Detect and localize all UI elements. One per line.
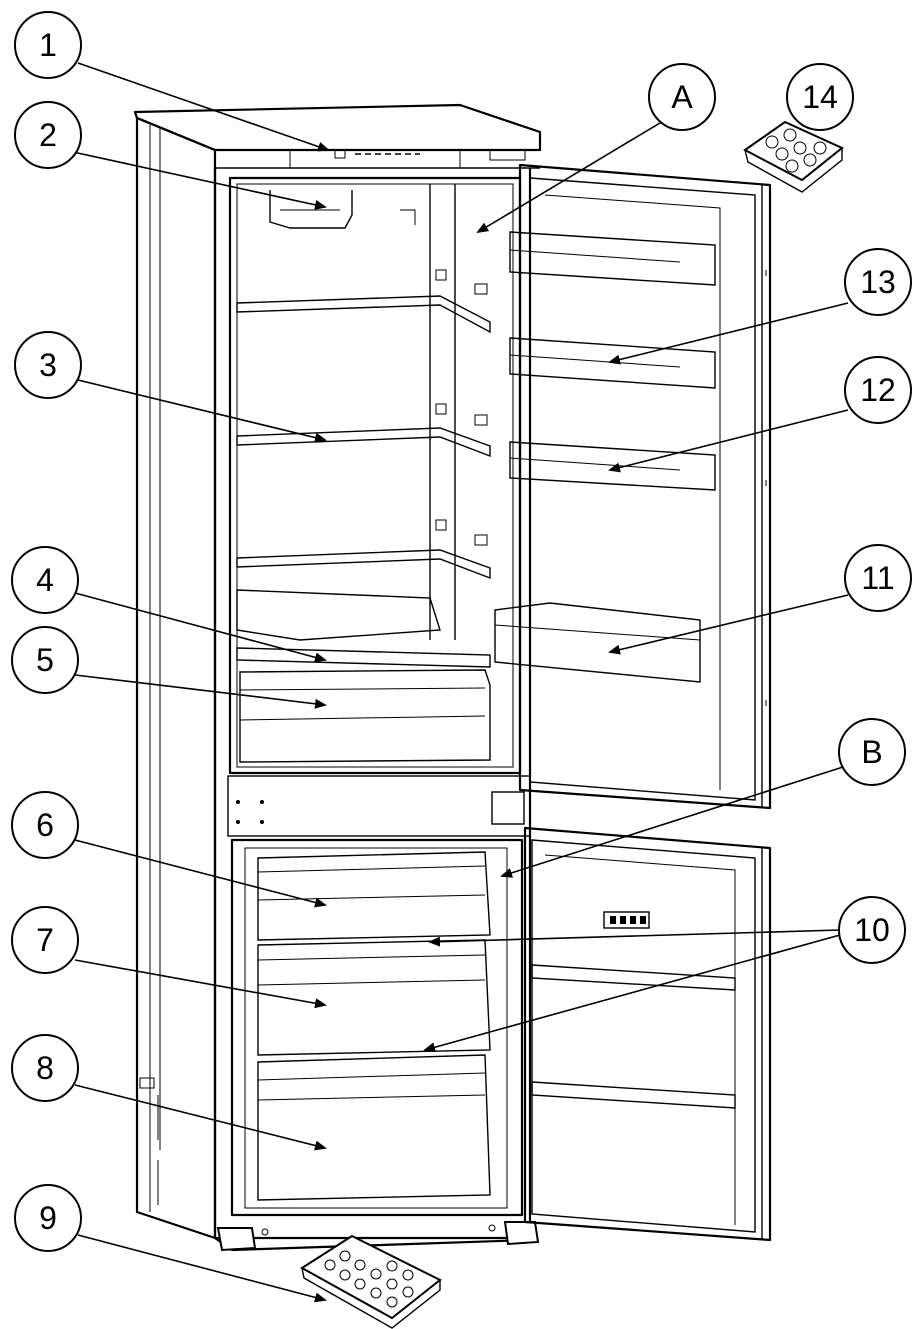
callout-14-label: 14	[802, 79, 838, 115]
freezer-door	[523, 826, 772, 1242]
callout-9-label: 9	[39, 1200, 57, 1236]
callout-7: 7	[11, 906, 79, 974]
callout-13: 13	[844, 248, 912, 316]
callout-2-label: 2	[39, 117, 57, 153]
callout-5-label: 5	[36, 642, 54, 678]
callout-8: 8	[11, 1034, 79, 1102]
ice-tray-accessory	[300, 1234, 442, 1329]
callout-14: 14	[786, 63, 854, 131]
callout-2: 2	[14, 101, 82, 169]
callout-4: 4	[11, 546, 79, 614]
callout-7-label: 7	[36, 922, 54, 958]
callout-1-label: 1	[39, 27, 57, 63]
egg-tray-accessory	[743, 120, 844, 193]
callout-5: 5	[11, 626, 79, 694]
callouts: 1 2 3 4 5 6 7 8	[11, 11, 912, 1252]
callout-12-label: 12	[860, 372, 896, 408]
freezer-compartment	[230, 838, 524, 1217]
control-panel	[334, 149, 526, 161]
callout-8-label: 8	[36, 1050, 54, 1086]
fridge-compartment	[228, 176, 522, 775]
fridge-door	[494, 163, 772, 810]
callout-3-label: 3	[39, 347, 57, 383]
callout-A-label: A	[671, 79, 693, 115]
callout-11-label: 11	[861, 560, 894, 596]
callout-A: A	[648, 63, 716, 131]
callout-6-label: 6	[36, 807, 54, 843]
callout-11: 11	[844, 544, 912, 612]
callout-13-label: 13	[860, 264, 896, 300]
callout-9: 9	[14, 1184, 82, 1252]
cabinet-base	[214, 1221, 540, 1252]
callout-10: 10	[838, 896, 906, 964]
leader-lines	[72, 62, 849, 1303]
callout-12: 12	[844, 356, 912, 424]
callout-3: 3	[14, 331, 82, 399]
callout-1: 1	[14, 11, 82, 79]
compartment-divider	[227, 775, 531, 837]
callout-B: B	[838, 718, 906, 786]
callout-10-label: 10	[854, 912, 890, 948]
callout-4-label: 4	[36, 562, 54, 598]
callout-6: 6	[11, 791, 79, 859]
callout-B-label: B	[861, 734, 882, 770]
